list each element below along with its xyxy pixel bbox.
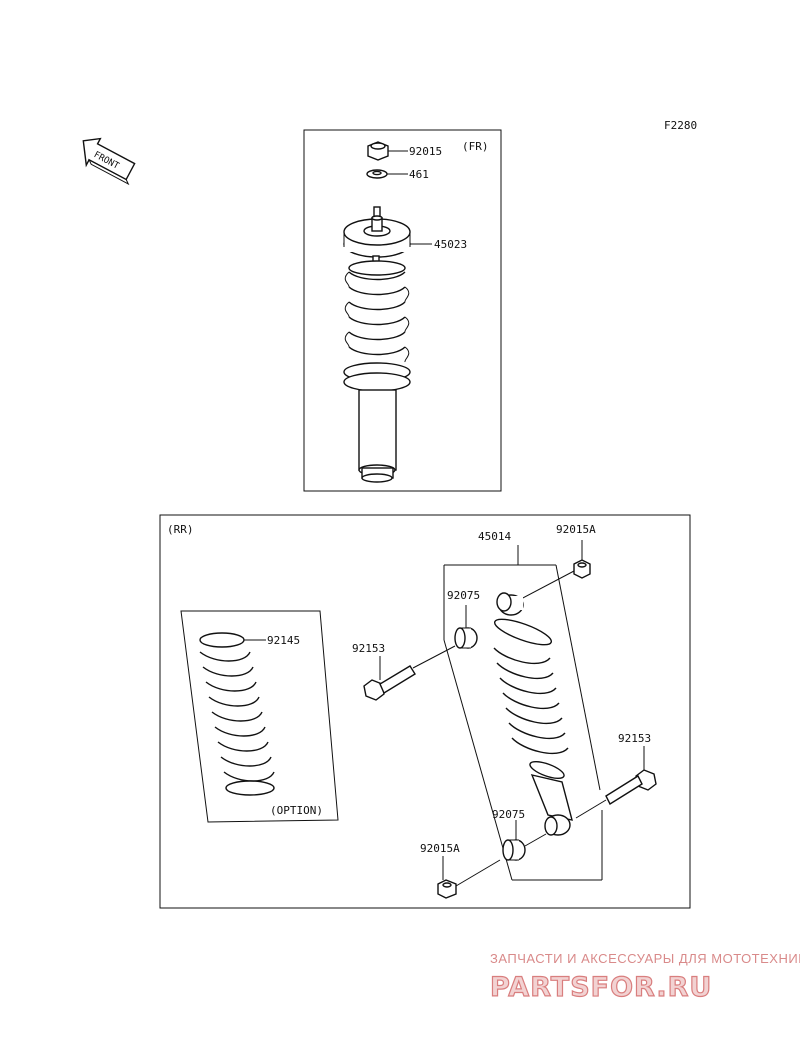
option-label: (OPTION)	[270, 804, 323, 817]
watermark-tagline: ЗАПЧАСТИ И АКСЕССУАРЫ ДЛЯ МОТОТЕХНИКИ	[490, 951, 800, 966]
option-spring-92145: 92145	[199, 632, 300, 796]
front-washer-label: 461	[409, 168, 429, 181]
rear-bushing-bottom-label: 92075	[492, 808, 525, 821]
rear-bolt-bottom-92153: 92153	[575, 732, 657, 819]
watermark-brand: PARTSFOR.RU	[490, 972, 712, 1003]
front-section-box	[303, 129, 502, 492]
diagram-code: F2280	[664, 119, 697, 132]
front-washer-461: 461	[366, 168, 429, 181]
front-shock-45023: 45023	[343, 206, 467, 483]
front-shock-label: 45023	[434, 238, 467, 251]
rear-nut-bottom-label: 92015A	[420, 842, 460, 855]
rear-nut-top-label: 92015A	[556, 523, 596, 536]
option-spring-label: 92145	[267, 634, 300, 647]
rear-section-label: (RR)	[167, 523, 194, 536]
rear-section-box	[159, 514, 691, 909]
front-arrow-icon: FRONT	[82, 137, 136, 186]
rear-bushing-top-label: 92075	[447, 589, 480, 602]
front-nut-92015: 92015	[367, 141, 442, 161]
rear-shock-45014	[493, 592, 573, 836]
front-nut-label: 92015	[409, 145, 442, 158]
rear-bushing-bottom-92075: 92075	[492, 808, 547, 861]
rear-shock-label: 45014	[478, 530, 511, 543]
rear-bolt-top-label: 92153	[352, 642, 385, 655]
rear-nut-bottom-92015A: 92015A	[420, 842, 501, 899]
assembly-bracket	[443, 545, 603, 881]
rear-bolt-bottom-label: 92153	[618, 732, 651, 745]
front-section-label: (FR)	[462, 140, 489, 153]
option-spring-frame	[180, 610, 339, 823]
rear-bushing-top-92075: 92075	[447, 589, 480, 649]
rear-bolt-top-92153: 92153	[352, 642, 456, 701]
